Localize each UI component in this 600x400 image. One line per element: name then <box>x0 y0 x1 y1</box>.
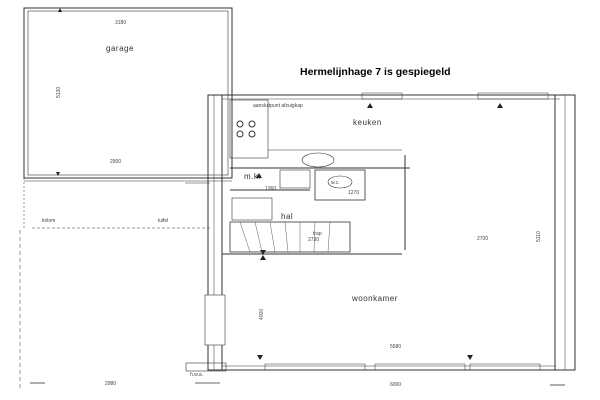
dim-trap: 2730 <box>308 237 320 243</box>
hwa-note: h.w.a. <box>190 372 204 378</box>
dim-living-depth: 2700 <box>477 236 489 242</box>
room-label-woonkamer: woonkamer <box>352 294 398 303</box>
luifel-note: luifel <box>158 218 169 224</box>
left-wall <box>207 94 223 371</box>
dim-living-height: 4000 <box>259 308 265 320</box>
dim-mk: 1360 <box>265 186 277 192</box>
dim-wc: 1270 <box>348 190 360 196</box>
dim-outer-left: 2980 <box>105 381 117 387</box>
room-label-wc: w.c. <box>331 180 340 186</box>
dim-garage-bottom: 2900 <box>110 159 122 165</box>
kolom-note: kolom <box>42 218 56 224</box>
dim-outer-main: 6000 <box>390 382 402 388</box>
arrows <box>56 8 503 360</box>
room-label-mk: m.k. <box>244 172 262 181</box>
dim-living-width: 5580 <box>390 344 402 350</box>
room-label-trap: trap <box>313 231 322 237</box>
room-label-garage: garage <box>106 44 134 53</box>
plan-title: Hermelijnhage 7 is gespiegeld <box>300 66 451 78</box>
dim-right-depth: 5110 <box>536 231 542 242</box>
dim-garage-depth: 5130 <box>56 86 62 98</box>
dim-garage-top: 3180 <box>115 20 127 26</box>
garage-walls <box>23 7 233 179</box>
afzuigkap-note: aansluitpunt afzuigkap <box>253 103 303 109</box>
room-label-hal: hal <box>281 212 294 221</box>
room-label-keuken: keuken <box>353 118 382 127</box>
